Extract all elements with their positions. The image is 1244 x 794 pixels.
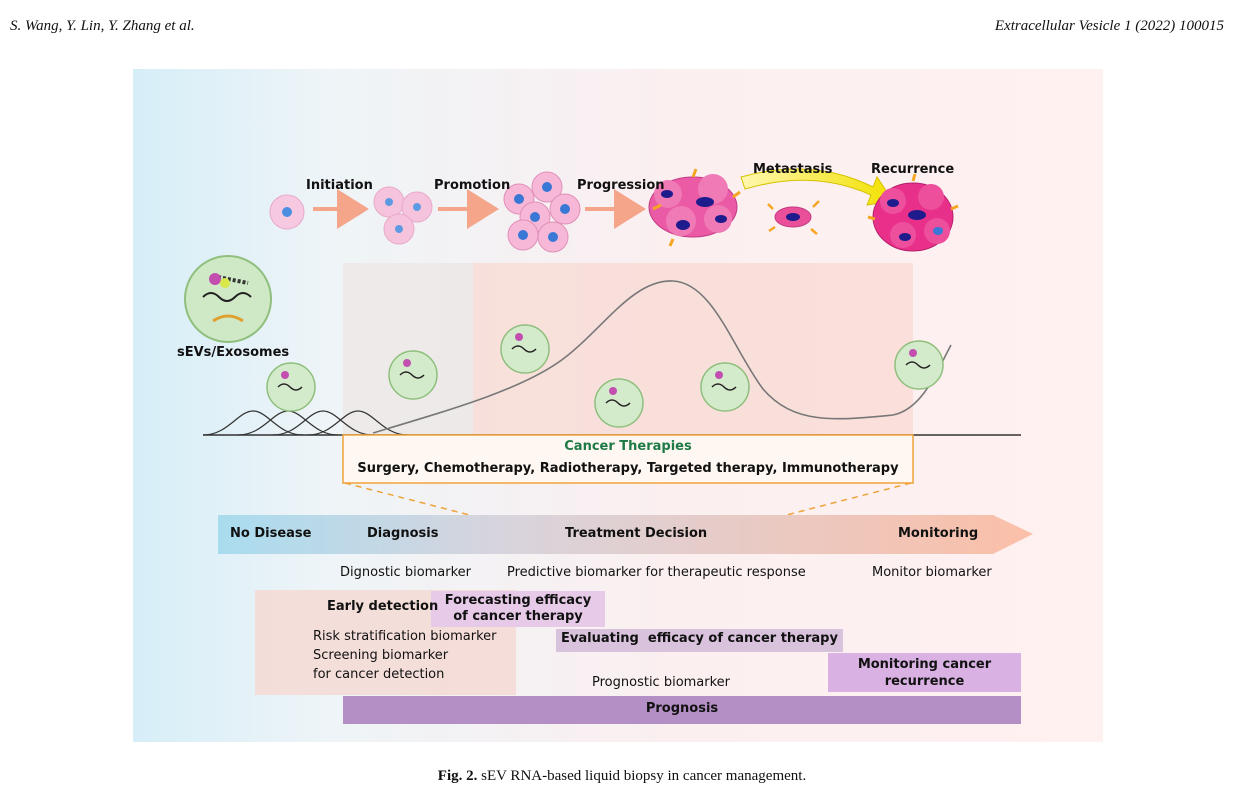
therapies-box <box>342 434 914 484</box>
sev-cargo <box>281 333 917 395</box>
prognosis-label: Prognosis <box>645 701 719 716</box>
sev-large <box>184 255 272 343</box>
caption-label: Fig. 2. <box>437 768 478 784</box>
timeline-treatment-decision: Treatment Decision <box>565 526 708 541</box>
disease-curve <box>372 280 952 434</box>
timeline-arrow <box>218 515 1033 554</box>
monitoring-line-1: Monitoring cancer <box>857 657 992 672</box>
diagnostic-biomarker: Dignostic biomarker <box>340 565 472 580</box>
timeline-diagnosis: Diagnosis <box>367 526 439 541</box>
timeline-no-disease: No Disease <box>230 526 312 541</box>
evaluating-box <box>556 629 843 652</box>
caption-text: sEV RNA-based liquid biopsy in cancer ma… <box>481 768 807 784</box>
running-head-journal: Extracellular Vesicle 1 (2022) 100015 <box>994 18 1224 34</box>
monitoring-box <box>828 653 1021 692</box>
timeline-monitoring: Monitoring <box>898 526 979 541</box>
promotion-cells <box>373 186 433 245</box>
stage-recurrence: Recurrence <box>871 162 955 177</box>
risk-line-2: Screening biomarker <box>313 648 449 663</box>
monitor-biomarker: Monitor biomarker <box>872 565 992 580</box>
evaluating-label: Evaluating efficacy of cancer therapy <box>561 631 838 646</box>
stage-promotion: Promotion <box>434 178 511 193</box>
progression-cells <box>503 171 581 253</box>
sev-contents <box>277 345 931 407</box>
metastatic-cell <box>767 200 820 235</box>
diagnosis-region <box>343 263 473 435</box>
risk-line-3: for cancer detection <box>313 667 445 682</box>
predictive-biomarker: Predictive biomarker for therapeutic res… <box>507 565 806 580</box>
recurrence-tumor <box>867 173 959 252</box>
stage-initiation: Initiation <box>306 178 373 193</box>
prognostic-biomarker: Prognostic biomarker <box>592 675 731 690</box>
tumor-mass <box>648 168 741 247</box>
early-detection-label: Early detection <box>327 599 439 614</box>
initiation-cell <box>269 194 305 230</box>
monitoring-line-2: recurrence <box>884 674 965 689</box>
forecasting-line-2: of cancer therapy <box>453 609 583 624</box>
figure-graphics <box>184 168 1033 724</box>
sev-label: sEVs/Exosomes <box>177 345 290 360</box>
therapies-title: Cancer Therapies <box>564 439 692 454</box>
therapies-list: Surgery, Chemotherapy, Radiotherapy, Tar… <box>357 461 899 476</box>
prognosis-bar <box>343 696 1021 724</box>
figure-caption: Fig. 2. sEV RNA-based liquid biopsy in c… <box>0 768 1244 785</box>
risk-line-1: Risk stratification biomarker <box>313 629 497 644</box>
stage-progression: Progression <box>577 178 665 193</box>
forecasting-box <box>431 591 605 627</box>
figure-panel: Initiation Promotion Progression Metasta… <box>133 69 1103 742</box>
running-head-authors: S. Wang, Y. Lin, Y. Zhang et al. <box>10 18 195 34</box>
bell-curves <box>202 410 409 436</box>
stage-metastasis: Metastasis <box>753 162 833 177</box>
forecasting-line-1: Forecasting efficacy <box>444 593 592 608</box>
